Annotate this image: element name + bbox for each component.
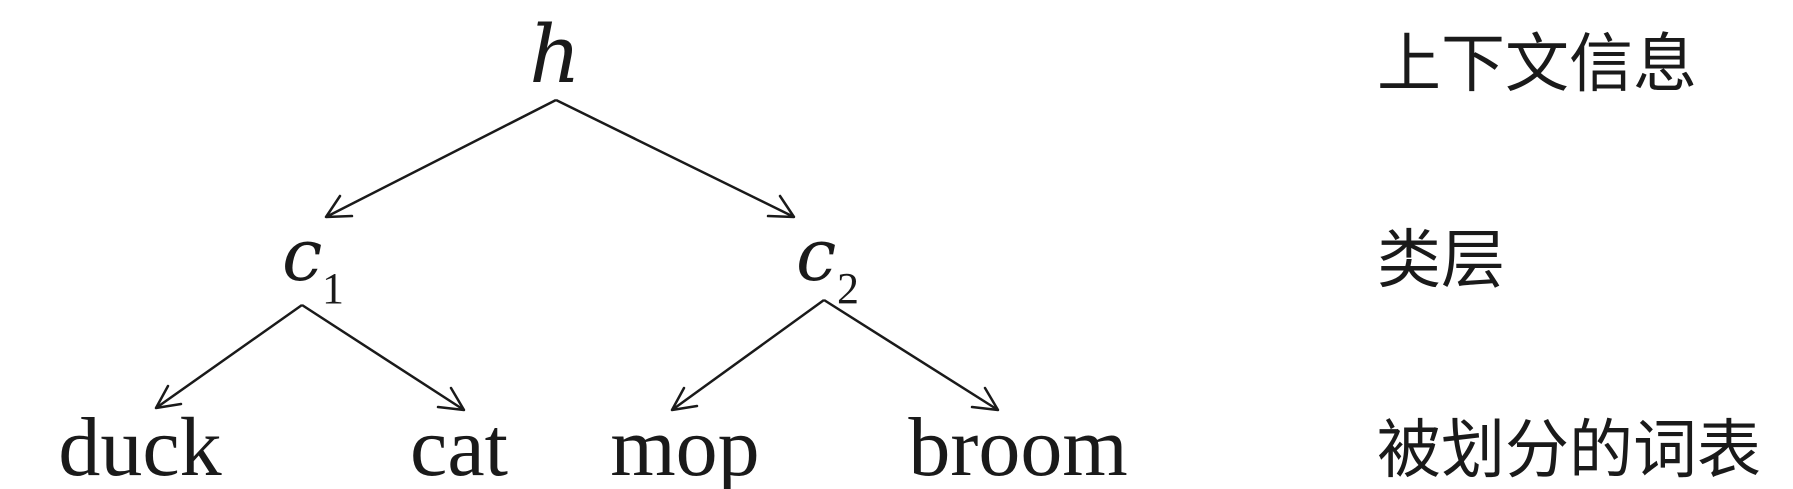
edge-c1-to-duck [154,303,303,410]
class-node-c2-subscript: 2 [837,264,859,313]
edge-root-to-c2 [555,98,796,219]
class-node-c2: c 2 [796,213,859,313]
edge-root-to-c1 [324,98,557,219]
word-cat: cat [410,401,508,489]
class-node-c1-subscript: 1 [322,264,344,313]
class-node-c1: c 1 [282,213,344,313]
class-node-c1-symbol: c [282,213,322,297]
word-mop: mop [610,401,759,489]
layer-label-class: 类层 [1377,224,1505,298]
class-node-c2-symbol: c [796,213,836,297]
edge-c1-to-cat [301,303,466,412]
edge-c2-to-broom [823,298,1000,412]
word-duck: duck [58,401,221,489]
root-node-h: h [529,8,581,101]
layer-label-vocab: 被划分的词表 [1377,414,1761,488]
edge-c2-to-mop [670,298,825,412]
word-broom: broom [908,401,1127,489]
layer-label-context: 上下文信息 [1377,28,1697,102]
